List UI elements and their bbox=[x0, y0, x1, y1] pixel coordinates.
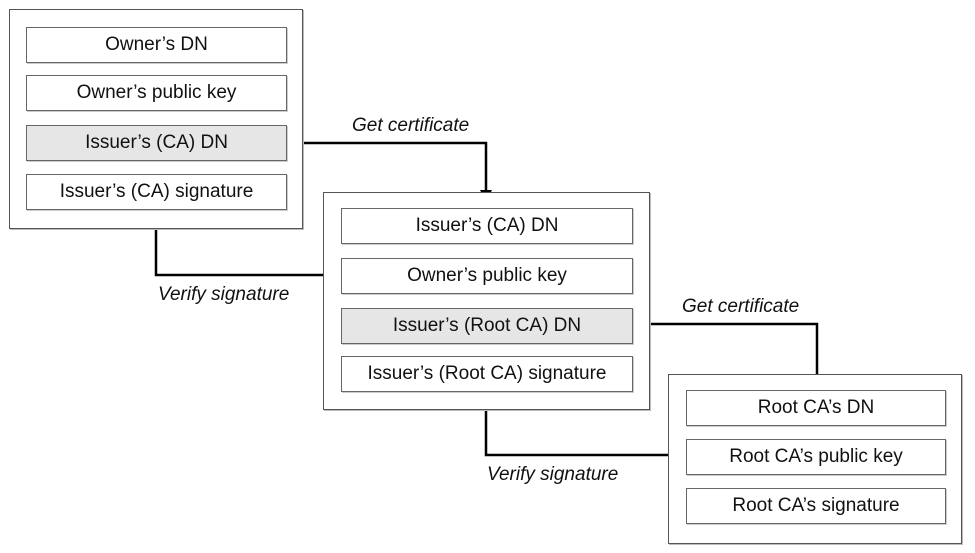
ca-certificate: Issuer’s (CA) DN Owner’s public key Issu… bbox=[323, 192, 650, 410]
issuer-ca-signature-field: Issuer’s (CA) signature bbox=[26, 174, 287, 210]
verify-signature-arrow-1 bbox=[150, 214, 341, 277]
ca-issuer-dn-field: Issuer’s (CA) DN bbox=[341, 208, 633, 244]
verify-signature-label-2: Verify signature bbox=[487, 464, 619, 485]
root-ca-dn-field: Root CA’s DN bbox=[686, 390, 946, 426]
ca-public-key-field: Owner’s public key bbox=[341, 258, 633, 294]
owner-certificate: Owner’s DN Owner’s public key Issuer’s (… bbox=[9, 9, 303, 229]
issuer-root-ca-signature-field: Issuer’s (Root CA) signature bbox=[341, 356, 633, 392]
get-certificate-arrow-2 bbox=[632, 322, 823, 386]
issuer-root-ca-dn-field: Issuer’s (Root CA) DN bbox=[341, 308, 633, 344]
issuer-ca-dn-field: Issuer’s (CA) DN bbox=[26, 125, 287, 161]
get-certificate-arrow-1 bbox=[287, 141, 492, 202]
get-certificate-label-1: Get certificate bbox=[352, 115, 470, 136]
owner-dn-field: Owner’s DN bbox=[26, 27, 287, 63]
root-ca-signature-field: Root CA’s signature bbox=[686, 488, 946, 524]
verify-signature-arrow-2 bbox=[480, 396, 686, 457]
owner-public-key-field: Owner’s public key bbox=[26, 75, 287, 111]
verify-signature-label-1: Verify signature bbox=[158, 284, 290, 305]
get-certificate-label-2: Get certificate bbox=[682, 296, 800, 317]
root-ca-certificate: Root CA’s DN Root CA’s public key Root C… bbox=[668, 374, 962, 544]
root-ca-public-key-field: Root CA’s public key bbox=[686, 439, 946, 475]
